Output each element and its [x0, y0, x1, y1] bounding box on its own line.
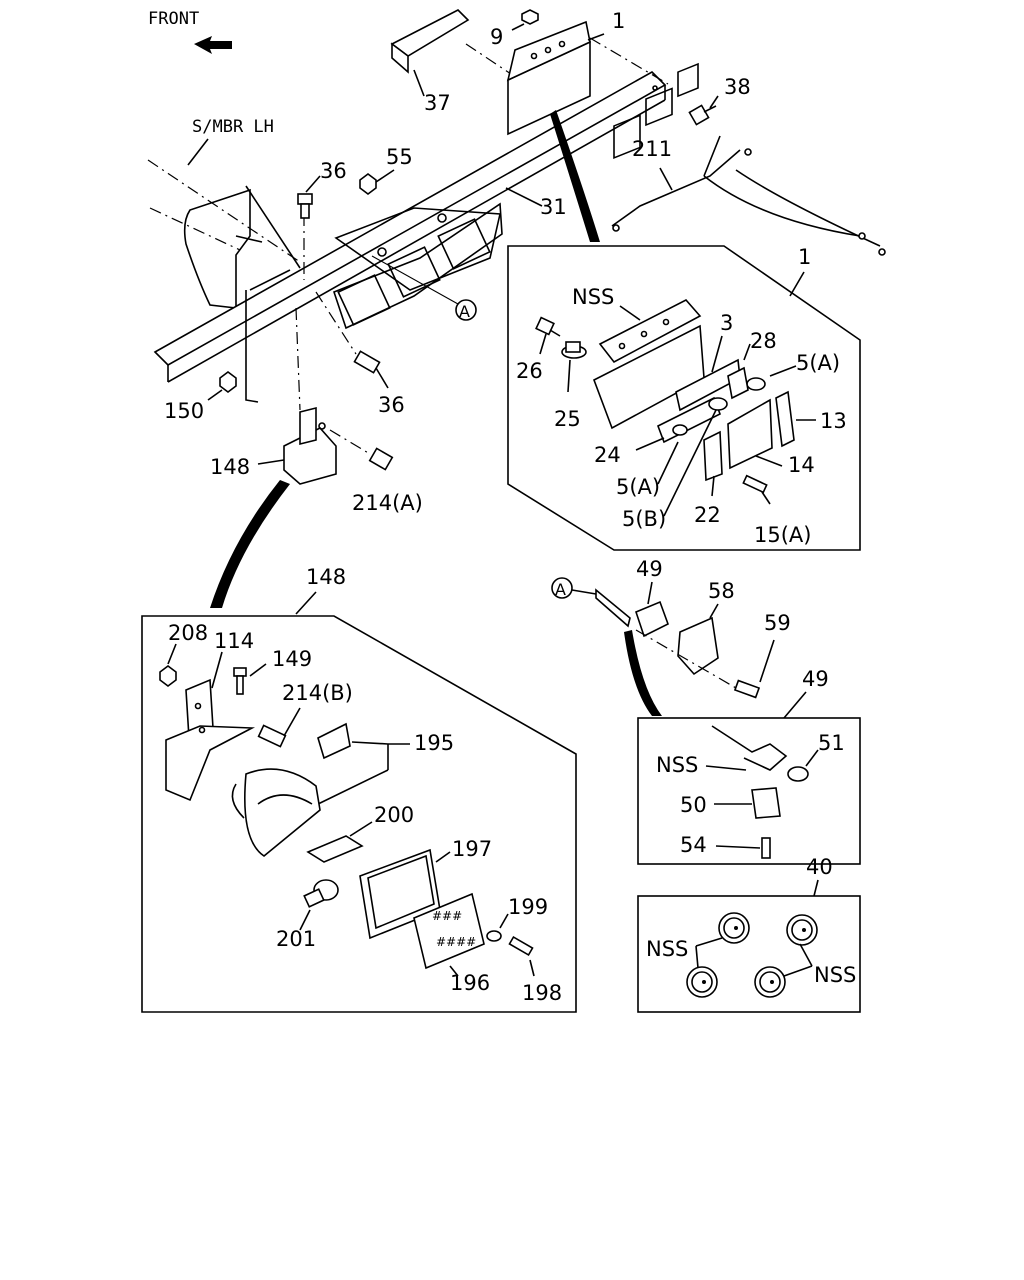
- part-38-bolt: [688, 95, 719, 126]
- detail-1-callout-13: 13: [820, 409, 847, 433]
- detail-49-nss: NSS: [656, 753, 698, 777]
- detail-1-callout-22: 22: [694, 503, 721, 527]
- detail-1-callout-24: 24: [594, 443, 621, 467]
- detail-148-callout-198: 198: [522, 981, 562, 1005]
- part-55-nut: [359, 169, 395, 195]
- detail-148-callout-200: 200: [374, 803, 414, 827]
- detail-1-callout-28: 28: [750, 329, 777, 353]
- callout-36-bottom: 36: [378, 393, 405, 417]
- callout-150: 150: [164, 399, 204, 423]
- detail-148-callout-214b: 214(B): [282, 681, 353, 705]
- detail-49-callout-51: 51: [818, 731, 845, 755]
- detail-148-title: 148: [306, 565, 346, 589]
- detail-1-callout-5a-bot: 5(A): [616, 475, 660, 499]
- assy-49-callout-a: A: [555, 580, 566, 599]
- callout-9: 9: [490, 25, 503, 49]
- detail-148-callout-197: 197: [452, 837, 492, 861]
- detail-148-panel: 148 208 114 149 214(B) 195 200: [141, 565, 577, 1013]
- callout-148: 148: [210, 455, 250, 479]
- rivet-icon: [686, 966, 718, 998]
- detail-1-callout-3: 3: [720, 311, 733, 335]
- detail-1-callout-26: 26: [516, 359, 543, 383]
- detail-148-callout-114: 114: [214, 629, 254, 653]
- detail-1-callout-15a: 15(A): [754, 523, 811, 547]
- detail-40-nss-left: NSS: [646, 937, 688, 961]
- callout-36-top: 36: [320, 159, 347, 183]
- callout-211: 211: [632, 137, 672, 161]
- detail-1-panel: 1 NSS 26 25 24 3 5(A): [507, 62, 861, 551]
- front-arrow-icon: [194, 36, 232, 54]
- assy-49-callout-58: 58: [708, 579, 735, 603]
- detail-148-callout-195: 195: [414, 731, 454, 755]
- assy-49: A 49 58 59: [551, 557, 791, 699]
- detail-1-callout-5b: 5(B): [622, 507, 666, 531]
- pointer-to-detail-1: [550, 110, 600, 242]
- detail-148-callout-196: 196: [450, 971, 490, 995]
- assy-49-callout-49: 49: [636, 557, 663, 581]
- part-211-harness: [611, 135, 886, 256]
- callout-38: 38: [724, 75, 751, 99]
- pointer-to-detail-148: [210, 480, 290, 608]
- front-label: FRONT: [148, 9, 199, 29]
- detail-1-callout-25: 25: [554, 407, 581, 431]
- callout-55: 55: [386, 145, 413, 169]
- detail-40-title: 40: [806, 855, 833, 879]
- callout-31: 31: [540, 195, 567, 219]
- detail-148-callout-201: 201: [276, 927, 316, 951]
- detail-1-callout-14: 14: [788, 453, 815, 477]
- part-1-lamp-housing: [506, 20, 669, 136]
- detail-49-callout-50: 50: [680, 793, 707, 817]
- detail-148-callout-208: 208: [168, 621, 208, 645]
- detail-40-panel: 40 NSS NSS: [637, 855, 861, 1013]
- rivet-icon: [718, 912, 750, 944]
- detail-1-callout-5a-top: 5(A): [796, 351, 840, 375]
- part-36-bottom-bolt: [353, 350, 389, 389]
- frame-label: S/MBR LH: [192, 117, 274, 137]
- detail-1-title: 1: [798, 245, 811, 269]
- part-148-lamp: [257, 406, 394, 485]
- callout-214a: 214(A): [352, 491, 423, 515]
- callout-37: 37: [424, 91, 451, 115]
- detail-148-callout-199: 199: [508, 895, 548, 919]
- svg-text:####: ####: [436, 935, 476, 949]
- detail-49-panel: 49 51 NSS 50 54: [637, 667, 861, 865]
- part-150-nut: [207, 371, 237, 401]
- part-36-top-bolt: [297, 175, 321, 219]
- pointer-to-detail-49: [624, 630, 662, 716]
- svg-text:###: ###: [432, 909, 462, 923]
- main-assembly: A: [147, 71, 667, 411]
- frame-leader: [187, 138, 209, 166]
- detail-40-nss-right: NSS: [814, 963, 856, 987]
- part-9-nut: [511, 9, 539, 31]
- rivet-icon: [754, 966, 786, 998]
- detail-49-title: 49: [802, 667, 829, 691]
- callout-1: 1: [612, 9, 625, 33]
- detail-1-nss: NSS: [572, 285, 614, 309]
- callout-a-main: A: [459, 302, 470, 321]
- detail-49-callout-54: 54: [680, 833, 707, 857]
- detail-148-callout-149: 149: [272, 647, 312, 671]
- rivet-icon: [786, 914, 818, 946]
- assy-49-callout-59: 59: [764, 611, 791, 635]
